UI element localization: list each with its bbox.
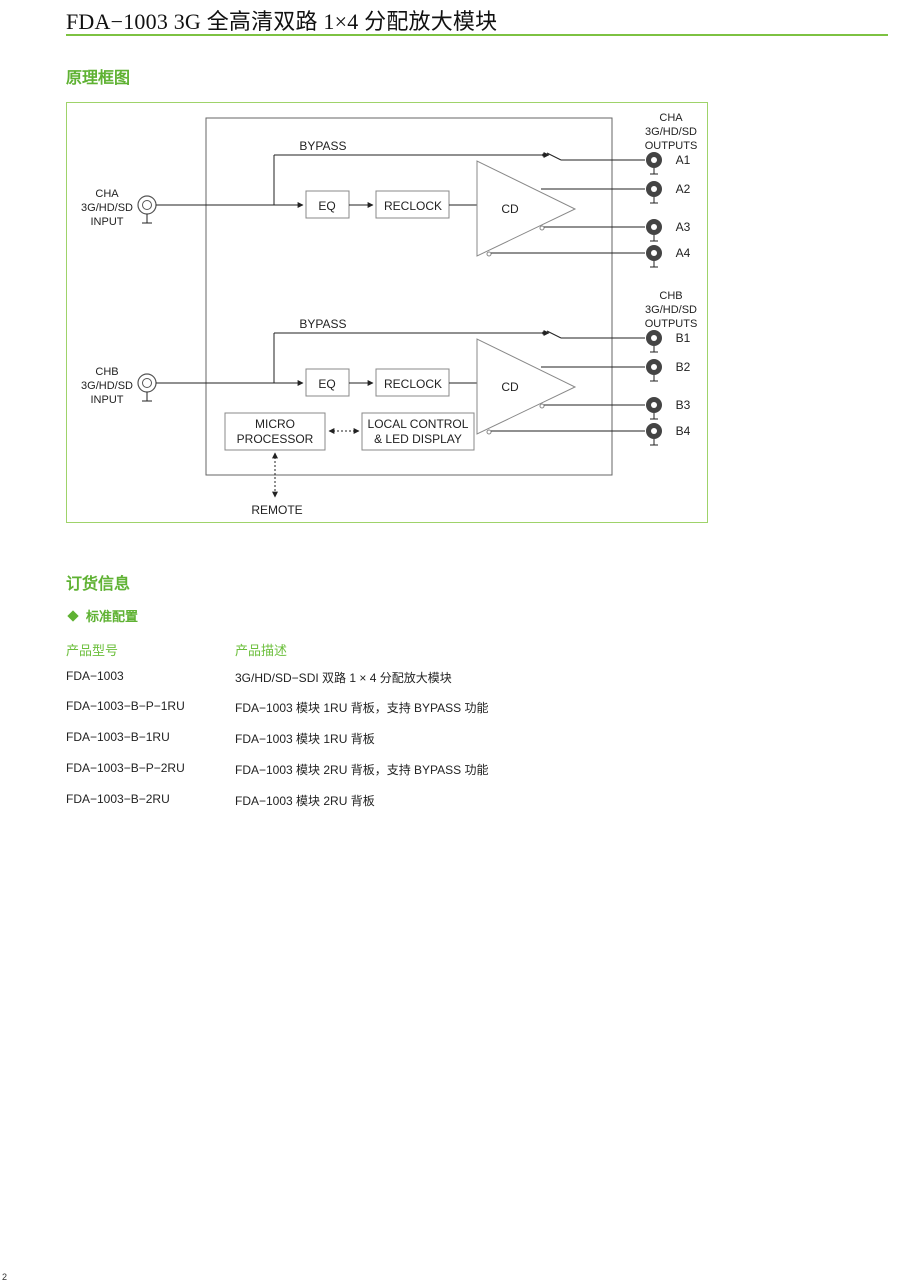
- output-label: B1: [676, 331, 691, 345]
- block-diagram-heading: 原理框图: [66, 70, 131, 87]
- row-description: FDA−1003 模块 1RU 背板，支持 BYPASS 功能: [235, 701, 489, 715]
- row-model: FDA−1003−B−1RU: [66, 730, 170, 744]
- micro-processor-line2: PROCESSOR: [237, 432, 314, 446]
- input-connector-core-icon: [142, 378, 152, 388]
- local-control-block: LOCAL CONTROL & LED DISPLAY: [361, 412, 475, 451]
- row-model: FDA−1003−B−2RU: [66, 792, 170, 806]
- outputs-label-line: OUTPUTS: [645, 318, 698, 330]
- reclock-label: RECLOCK: [384, 199, 442, 213]
- row-description: FDA−1003 模块 1RU 背板: [235, 732, 375, 746]
- reclock-block: [375, 368, 450, 397]
- local-control-line1: LOCAL CONTROL: [368, 417, 469, 431]
- table-row: FDA−1003−B−P−2RU FDA−1003 模块 2RU 背板，支持 B…: [0, 761, 900, 781]
- output-label: B2: [676, 360, 691, 374]
- column-header-model: 产品型号: [66, 643, 119, 658]
- micro-processor-line1: MICRO: [255, 417, 295, 431]
- remote-label: REMOTE: [251, 503, 302, 517]
- channel-b-path: CHB 3G/HD/SD INPUT BYPASS EQ RECLOCK CD B1B2B3B…: [81, 290, 698, 446]
- bypass-switch-contact: [542, 331, 546, 335]
- cd-label: CD: [501, 202, 519, 216]
- output-label: A1: [676, 153, 691, 167]
- output-label: A2: [676, 182, 691, 196]
- standard-config-subheading: 标准配置: [66, 606, 138, 625]
- column-header-description: 产品描述: [235, 643, 288, 658]
- row-model: FDA−1003: [66, 669, 124, 683]
- cable-driver-block: [476, 160, 577, 257]
- eq-block: [305, 368, 350, 397]
- reclock-label: RECLOCK: [384, 377, 442, 391]
- module-enclosure: [205, 117, 613, 476]
- input-connector-core-icon: [142, 200, 152, 210]
- cd-inverted-output: [539, 225, 545, 231]
- title-divider: [66, 34, 888, 36]
- output-label: B4: [676, 424, 691, 438]
- output-connector-core-icon: [651, 224, 657, 230]
- eq-label: EQ: [318, 377, 335, 391]
- input-label-line: 3G/HD/SD: [81, 202, 133, 214]
- input-connector-icon: [137, 373, 157, 393]
- table-row: FDA−1003−B−2RU FDA−1003 模块 2RU 背板: [0, 792, 900, 812]
- bypass-switch-arm: [546, 152, 562, 161]
- row-description: FDA−1003 模块 2RU 背板，支持 BYPASS 功能: [235, 763, 489, 777]
- output-connector-core-icon: [651, 157, 657, 163]
- eq-label: EQ: [318, 199, 335, 213]
- channel-a-path: CHA 3G/HD/SD INPUT BYPASS EQ RECLOCK CD A1A2A3A…: [81, 112, 698, 268]
- row-model: FDA−1003−B−P−2RU: [66, 761, 185, 775]
- page-number: 2: [2, 1272, 8, 1282]
- output-label: A3: [676, 220, 691, 234]
- standard-config-label: 标准配置: [86, 609, 139, 624]
- cd-inverted-output: [486, 429, 492, 435]
- cd-inverted-output: [539, 403, 545, 409]
- output-connector-core-icon: [651, 364, 657, 370]
- outputs-label-line: 3G/HD/SD: [645, 126, 697, 138]
- output-connector-core-icon: [651, 335, 657, 341]
- bypass-label: BYPASS: [299, 317, 346, 331]
- cd-inverted-output: [486, 251, 492, 257]
- outputs-label-line: OUTPUTS: [645, 140, 698, 152]
- input-label-line: INPUT: [91, 216, 124, 228]
- input-connector-icon: [137, 195, 157, 215]
- table-row: FDA−1003−B−1RU FDA−1003 模块 1RU 背板: [0, 730, 900, 750]
- diamond-bullet-icon: [67, 610, 79, 622]
- output-label: A4: [676, 246, 691, 260]
- outputs-label-line: CHB: [659, 290, 682, 302]
- input-label-line: INPUT: [91, 394, 124, 406]
- output-connector-core-icon: [651, 428, 657, 434]
- table-row: FDA−1003−B−P−1RU FDA−1003 模块 1RU 背板，支持 B…: [0, 699, 900, 719]
- block-diagram-canvas: CHA 3G/HD/SD INPUT BYPASS EQ RECLOCK CD A1A2A3A…: [81, 112, 698, 517]
- input-label-line: CHB: [95, 366, 118, 378]
- row-description: FDA−1003 模块 2RU 背板: [235, 794, 375, 808]
- cd-label: CD: [501, 380, 519, 394]
- output-connector-core-icon: [651, 186, 657, 192]
- local-control-line2: & LED DISPLAY: [374, 432, 462, 446]
- micro-processor-block: MICRO PROCESSOR: [224, 412, 326, 451]
- input-label-line: 3G/HD/SD: [81, 380, 133, 392]
- bypass-switch-contact: [542, 153, 546, 157]
- row-description: 3G/HD/SD−SDI 双路 1 × 4 分配放大模块: [235, 671, 452, 685]
- row-model: FDA−1003−B−P−1RU: [66, 699, 185, 713]
- output-label: B3: [676, 398, 691, 412]
- outputs-label-line: CHA: [659, 112, 683, 124]
- output-connector-core-icon: [651, 402, 657, 408]
- bypass-switch-arm: [546, 330, 562, 339]
- page-title: FDA−1003 3G 全高清双路 1×4 分配放大模块: [66, 9, 498, 34]
- input-label-line: CHA: [95, 188, 119, 200]
- bypass-label: BYPASS: [299, 139, 346, 153]
- cable-driver-block: [476, 338, 577, 435]
- outputs-label-line: 3G/HD/SD: [645, 304, 697, 316]
- ordering-heading: 订货信息: [66, 576, 131, 593]
- output-connector-core-icon: [651, 250, 657, 256]
- table-row: FDA−1003 3G/HD/SD−SDI 双路 1 × 4 分配放大模块: [0, 669, 900, 689]
